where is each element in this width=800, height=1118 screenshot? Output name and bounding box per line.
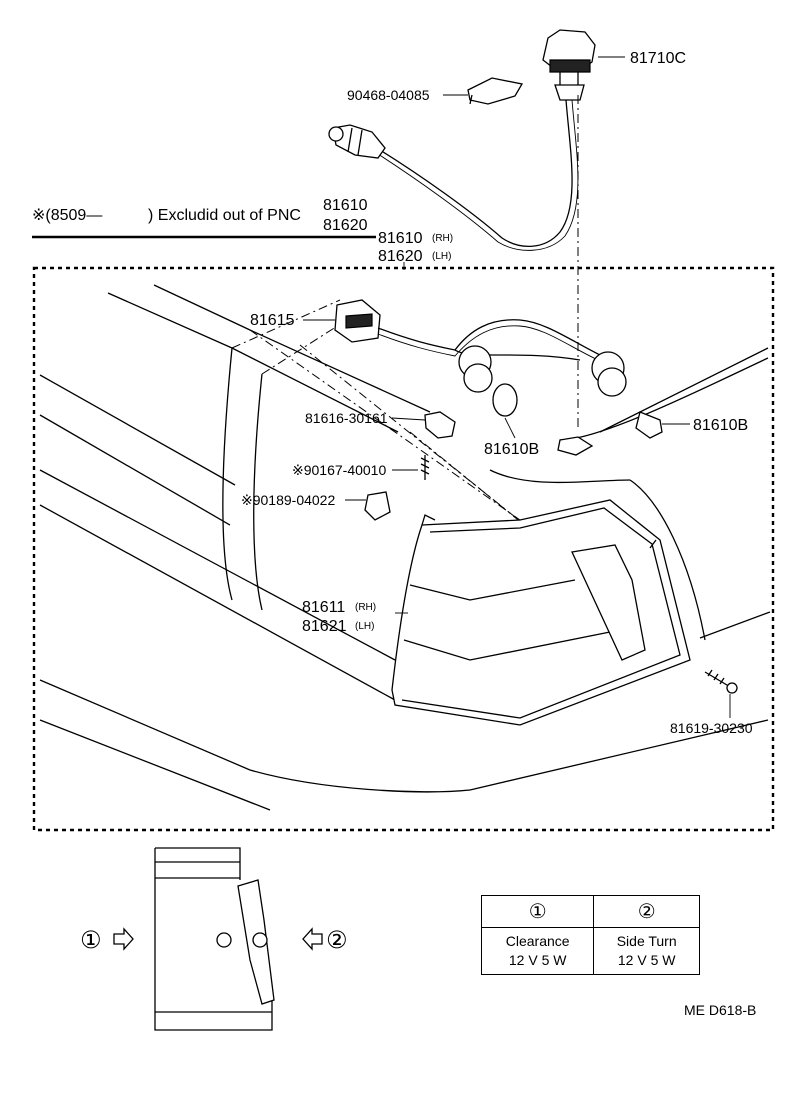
bulb-spec-table: ① ② Clearance 12 V 5 W Side Turn 12 V 5 … [480, 895, 700, 975]
arrow-left-icon [302, 927, 323, 951]
label-81610: 81610 [378, 230, 423, 247]
label-81616-30161: 81616-30161 [305, 410, 388, 426]
connector-81615 [303, 299, 381, 343]
label-81710c: 81710C [630, 50, 686, 67]
socket-81710c [542, 29, 596, 101]
label-81620: 81620 [378, 248, 423, 265]
side-turn-spec: 12 V 5 W [617, 952, 676, 968]
screw-81619 [704, 669, 738, 718]
view-marker-2: ② [326, 927, 348, 954]
bulb-socket-right [591, 351, 663, 439]
table-cell-side-turn: Side Turn 12 V 5 W [593, 927, 700, 975]
assembly-boundary [32, 266, 775, 832]
label-81621: 81621 [302, 618, 347, 635]
table-header-2: ② [593, 895, 700, 928]
label-81610-rh: (RH) [432, 233, 453, 244]
table-header-1: ① [480, 895, 595, 928]
label-81615: 81615 [250, 312, 295, 329]
label-90468-04085: 90468-04085 [347, 87, 430, 103]
arrow-right-icon [113, 927, 134, 951]
note-text: ) Excludid out of PNC [148, 207, 301, 224]
bulb-socket-left [458, 345, 518, 417]
label-81611: 81611 [302, 599, 345, 616]
lamp-side-view [154, 847, 275, 1031]
label-81610b-left: 81610B [484, 441, 539, 458]
note-prefix: ※(8509— [32, 207, 102, 224]
lens-81611 [391, 499, 691, 726]
label-81620-lh: (LH) [432, 251, 451, 262]
label-90167-40010: ※90167-40010 [292, 462, 386, 478]
diagram-code: ME D618-B [684, 1002, 756, 1018]
clearance-name: Clearance [505, 933, 570, 949]
connector-plug [328, 124, 386, 159]
view-marker-1: ① [80, 927, 102, 954]
label-81619-30230: 81619-30230 [670, 720, 753, 736]
clearance-spec: 12 V 5 W [508, 952, 567, 968]
bulb-81616 [391, 411, 456, 439]
label-81610b-right: 81610B [693, 417, 748, 434]
label-81620-top: 81620 [323, 217, 368, 234]
table-cell-clearance: Clearance 12 V 5 W [480, 927, 595, 975]
nut-90189 [345, 491, 391, 521]
label-81621-lh: (LH) [355, 621, 374, 632]
cable-upper [379, 99, 573, 248]
screw-90167 [392, 455, 430, 480]
clip-90468 [467, 77, 524, 105]
side-turn-name: Side Turn [616, 933, 677, 949]
label-90189-04022: ※90189-04022 [241, 492, 335, 508]
label-81611-rh: (RH) [355, 602, 376, 613]
label-81610-top: 81610 [323, 197, 368, 214]
